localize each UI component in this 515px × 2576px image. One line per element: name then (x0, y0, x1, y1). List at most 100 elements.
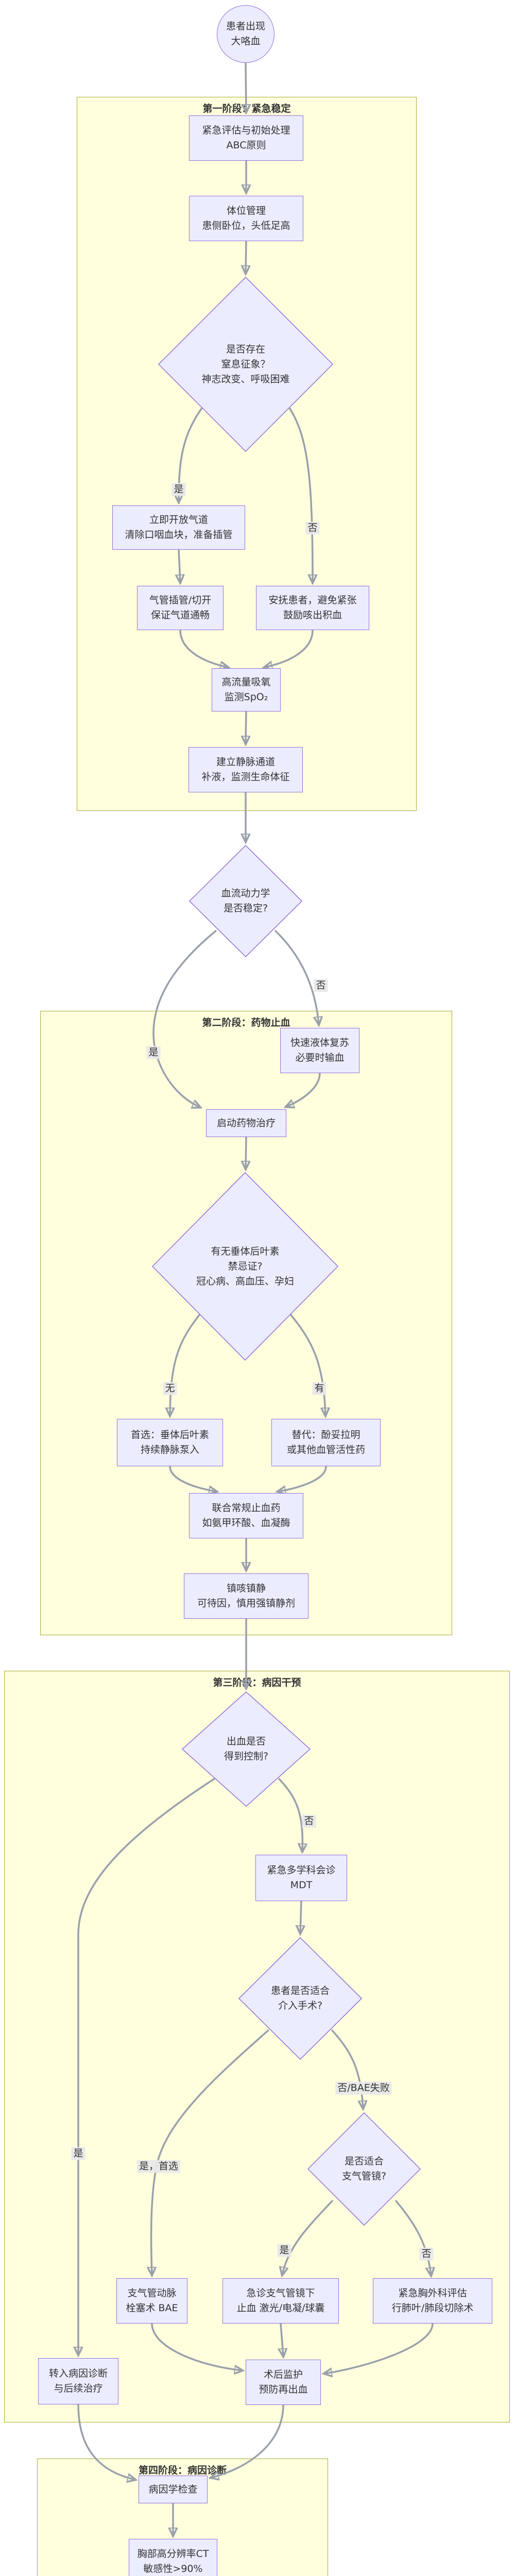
subgraph-title-phase-2: 第二阶段：药物止血 (202, 1017, 290, 1028)
node-text-bronchoscopy-suitability-check: 是否适合支气管镜? (342, 2154, 386, 2184)
node-line: 患侧卧位，头低足高 (202, 220, 290, 231)
edge-label-bronchoscopy-suitability-check-to-bronchoscopic-hemostasis: 是 (277, 2244, 291, 2257)
edge-asphyxia-check-to-comfort-patient (288, 408, 313, 582)
node-open-airway: 立即开放气道清除口咽血块，准备插管 (112, 505, 245, 550)
node-line: 快速液体复苏 (290, 1037, 349, 1048)
node-postop-monitoring: 术后监护预防再出血 (246, 2360, 321, 2405)
node-text-pituitrin-contraindication-check: 有无垂体后叶素禁忌证?冠心病、高血压、孕妇 (196, 1244, 294, 1289)
edge-label-interventional-surgery-check-to-bae-embolization: 是，首选 (136, 2160, 181, 2173)
node-line: 与后续治疗 (54, 2383, 103, 2394)
node-line: 窒息征象？ (221, 358, 270, 370)
edge-label-bleeding-controlled-check-to-mdt-consultation: 否 (302, 1815, 316, 1828)
node-line: 患者是否适合 (270, 1985, 330, 1996)
node-line: MDT (290, 1879, 313, 1891)
edge-label-pituitrin-contraindication-check-to-phentolamine-alternative: 有 (312, 1382, 327, 1395)
node-line: 镇咳镇静 (226, 1583, 266, 1594)
node-text-hemodynamics-check: 血流动力学是否稳定? (221, 886, 270, 916)
edge-thoracic-surgery-to-postop-monitoring (324, 2323, 434, 2374)
node-line: 支气管镜? (341, 2171, 387, 2182)
node-line: 气管插管/切开 (149, 595, 212, 606)
node-pituitrin-first-choice: 首选：垂体后叶素持续静脉泵入 (117, 1419, 223, 1466)
node-line: 可待因，慎用强镇静剂 (197, 1598, 295, 1609)
node-line: 介入手术? (278, 2000, 323, 2011)
node-etiology-workup: 病因学检查 (139, 2476, 208, 2503)
edge-interventional-surgery-check-to-bae-embolization (151, 2029, 270, 2275)
node-etiology-treatment-transfer: 转入病因诊断与后续治疗 (38, 2358, 118, 2404)
node-line: 是否存在 (226, 343, 265, 355)
edge-open-airway-to-intubation (179, 549, 180, 582)
node-line: 病因学检查 (148, 2483, 198, 2495)
edge-label-interventional-surgery-check-to-bronchoscopy-suitability-check: 否/BAE失败 (335, 2081, 392, 2095)
node-iv-access: 建立静脉通道补液，监测生命体征 (188, 747, 303, 792)
node-line: 启动药物治疗 (216, 1117, 276, 1129)
node-text-bleeding-controlled-check: 出血是否得到控制? (224, 1734, 268, 1764)
node-intubation: 气管插管/切开保证气道通畅 (137, 586, 224, 630)
edge-hemodynamics-check-to-fluid-resuscitation (274, 929, 319, 1024)
node-text-interventional-surgery-check: 患者是否适合介入手术? (271, 1984, 330, 2013)
node-line: 有无垂体后叶素 (211, 1245, 280, 1257)
edge-fluid-resuscitation-to-start-drug-therapy (286, 1073, 321, 1107)
edge-bronchoscopy-suitability-check-to-thoracic-surgery (394, 2199, 431, 2275)
subgraph-title-phase-4: 第四阶段：病因诊断 (138, 2465, 227, 2476)
node-line: 血流动力学 (221, 888, 270, 899)
node-comfort-patient: 安抚患者，避免紧张鼓励咳出积血 (256, 586, 369, 630)
edge-label-asphyxia-check-to-open-airway: 是 (171, 483, 186, 496)
node-high-flow-oxygen: 高流量吸氧监测SpO₂ (212, 668, 281, 711)
edge-comfort-patient-to-high-flow-oxygen (265, 630, 314, 667)
edge-label-asphyxia-check-to-comfort-patient: 否 (305, 521, 320, 535)
node-line: 补液，监测生命体征 (201, 771, 290, 783)
node-line: ABC原则 (226, 140, 266, 151)
node-start-drug-therapy: 启动药物治疗 (206, 1109, 286, 1137)
edge-mdt-consultation-to-interventional-surgery-check (300, 1901, 301, 1933)
node-thoracic-surgery: 紧急胸外科评估行肺叶/肺段切除术 (373, 2278, 492, 2324)
edge-bronchoscopy-suitability-check-to-bronchoscopic-hemostasis (282, 2199, 334, 2275)
node-bleeding-controlled-check: 出血是否得到控制? (182, 1691, 311, 1807)
edge-etiology-treatment-transfer-to-etiology-workup (77, 2404, 135, 2480)
edge-pituitrin-contraindication-check-to-pituitrin-first-choice (170, 1313, 201, 1415)
node-interventional-surgery-check: 患者是否适合介入手术? (238, 1937, 362, 2060)
edge-pituitrin-first-choice-to-conventional-hemostatics (169, 1466, 216, 1492)
edge-label-hemodynamics-check-to-start-drug-therapy: 是 (146, 1046, 161, 1059)
edge-bleeding-controlled-check-to-mdt-consultation (278, 1777, 302, 1851)
node-line: 首选：垂体后叶素 (130, 1429, 209, 1440)
node-text-asphyxia-check: 是否存在窒息征象？ 神志改变、呼吸困难 (201, 342, 289, 387)
node-bronchoscopy-suitability-check: 是否适合支气管镜? (307, 2112, 421, 2226)
edge-postop-monitoring-to-etiology-workup (211, 2404, 284, 2478)
node-line: 必要时输血 (295, 1052, 345, 1063)
edge-pituitrin-contraindication-check-to-phentolamine-alternative (289, 1313, 325, 1415)
node-line: 胸部高分辨率CT (137, 2548, 209, 2560)
node-line: 紧急多学科会诊 (267, 1865, 336, 1876)
node-line: 高流量吸氧 (221, 676, 271, 688)
node-line: 出血是否 (226, 1736, 266, 1747)
node-line: 患者出现 (226, 21, 265, 32)
node-asphyxia-check: 是否存在窒息征象？ 神志改变、呼吸困难 (158, 277, 333, 452)
node-line: 大咯血 (231, 36, 261, 47)
subgraph-title-phase-3: 第三阶段：病因干预 (213, 1677, 301, 1688)
node-line: 栓塞术 BAE (126, 2302, 178, 2314)
edge-intubation-to-high-flow-oxygen (179, 630, 228, 667)
edge-hemodynamics-check-to-start-drug-therapy (152, 929, 217, 1107)
node-line: 冠心病、高血压、孕妇 (196, 1275, 294, 1287)
node-conventional-hemostatics: 联合常规止血药如氨甲环酸、血凝酶 (189, 1493, 303, 1538)
edge-label-hemodynamics-check-to-fluid-resuscitation: 否 (314, 979, 328, 992)
edge-bleeding-controlled-check-to-etiology-treatment-transfer (78, 1777, 215, 2354)
node-chest-hrct: 胸部高分辨率CT 敏感性>90% (129, 2539, 217, 2576)
edge-label-bleeding-controlled-check-to-etiology-treatment-transfer: 是 (71, 2147, 85, 2160)
edge-interventional-surgery-check-to-bronchoscopy-suitability-check (331, 2029, 363, 2108)
node-line: 立即开放气道 (149, 514, 208, 526)
node-line: 持续静脉泵入 (140, 1444, 199, 1455)
node-line: 敏感性>90% (143, 2563, 203, 2574)
node-phentolamine-alternative: 替代：酚妥拉明或其他血管活性药 (271, 1419, 381, 1466)
node-line: 清除口咽血块，准备插管 (125, 529, 233, 540)
node-line: 神志改变、呼吸困难 (201, 373, 290, 385)
node-bronchoscopic-hemostasis: 急诊支气管镜下止血 激光/电凝/球囊 (222, 2278, 339, 2324)
edge-bronchoscopic-hemostasis-to-postop-monitoring (281, 2323, 283, 2356)
node-line: 行肺叶/肺段切除术 (391, 2302, 474, 2314)
node-line: 术后监护 (263, 2369, 303, 2380)
node-pituitrin-contraindication-check: 有无垂体后叶素禁忌证?冠心病、高血压、孕妇 (152, 1172, 338, 1361)
node-line: 紧急胸外科评估 (398, 2287, 467, 2299)
node-line: 建立静脉通道 (216, 756, 275, 768)
node-fluid-resuscitation: 快速液体复苏必要时输血 (280, 1028, 359, 1073)
